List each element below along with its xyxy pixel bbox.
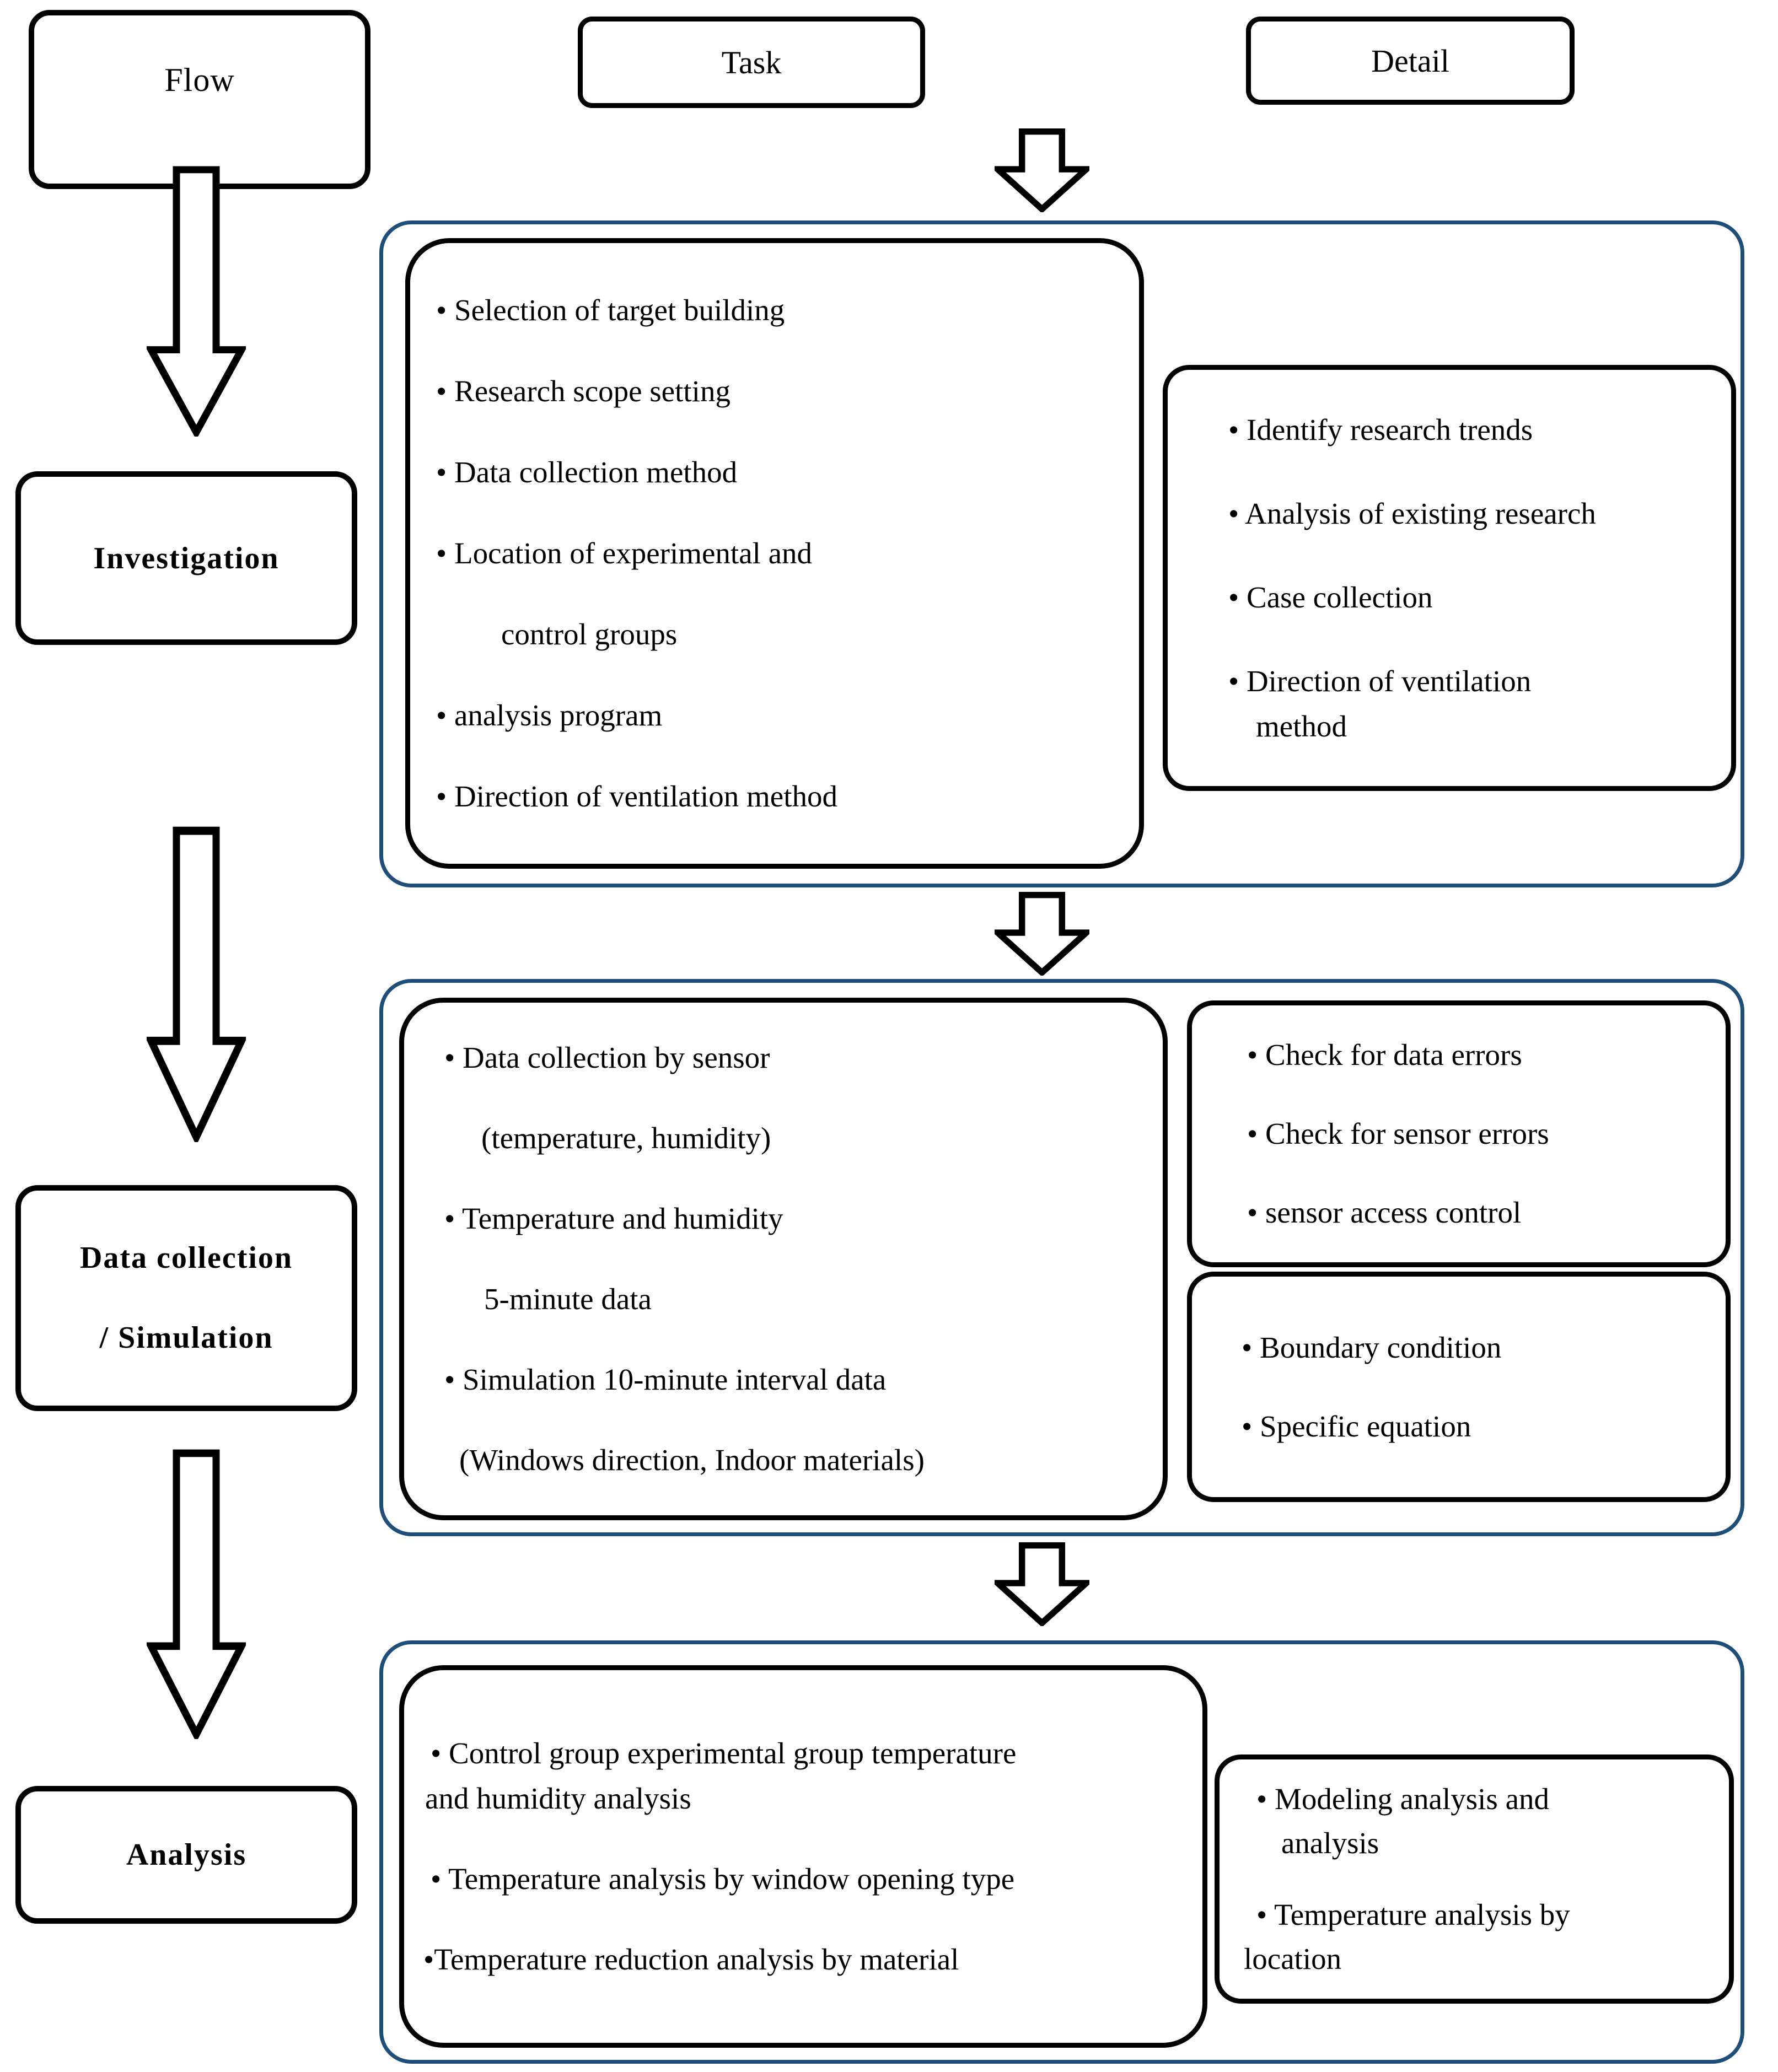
section-analysis-container: • Control group experimental group tempe… (379, 1640, 1744, 2064)
bullet-line: • Location of experimental and (436, 536, 813, 570)
flow-step-data-collection-label-line1: Data collection (79, 1241, 293, 1275)
bullet-line: • Analysis of existing research (1228, 496, 1596, 530)
bullet-wrap-line: 5-minute data (484, 1282, 652, 1316)
bullet-wrap-line: control groups (501, 617, 678, 651)
flow-step-analysis: Analysis (15, 1786, 357, 1924)
bullet-line: • Case collection (1228, 580, 1433, 614)
bullet-line: • Temperature analysis by window opening… (431, 1862, 1015, 1896)
section-arrow-3-icon (995, 1542, 1089, 1626)
bullet-wrap-line: (temperature, humidity) (481, 1121, 771, 1155)
bullet-line: • analysis program (436, 698, 663, 732)
bullet-line: • Temperature analysis by (1256, 1898, 1570, 1931)
section-arrow-2-icon (995, 892, 1089, 976)
bullet-line: • sensor access control (1247, 1196, 1522, 1229)
bullet-line: • Simulation 10-minute interval data (444, 1363, 887, 1396)
bullet-wrap-line: (Windows direction, Indoor materials) (459, 1443, 925, 1477)
section-analysis-task-box: • Control group experimental group tempe… (399, 1665, 1207, 2048)
flow-header-box: Flow (29, 10, 370, 189)
bullet-wrap-line: analysis (1281, 1826, 1379, 1860)
bullet-line: • Check for sensor errors (1247, 1117, 1549, 1150)
flow-arrow-2-icon (147, 826, 246, 1142)
flow-step-data-collection-simulation: Data collection / Simulation (15, 1185, 357, 1411)
section-data-collection-detail-top-box: • Check for data errors • Check for sens… (1187, 1000, 1731, 1267)
task-header-label: Task (721, 44, 782, 80)
flow-step-investigation-label: Investigation (93, 541, 280, 575)
bullet-wrap-line: method (1256, 709, 1347, 743)
bullet-line: • Direction of ventilation method (436, 779, 837, 813)
bullet-line: • Identify research trends (1228, 412, 1533, 446)
detail-header-box: Detail (1246, 17, 1575, 105)
flow-step-investigation: Investigation (15, 471, 357, 645)
bullet-line: • Selection of target building (436, 293, 785, 327)
section-investigation-container: • Selection of target building • Researc… (379, 220, 1744, 887)
section-arrow-1-icon (995, 128, 1089, 212)
flow-header-label: Flow (164, 62, 235, 98)
flow-arrow-3-icon (147, 1449, 246, 1739)
bullet-line: • Control group experimental group tempe… (431, 1736, 1017, 1770)
flow-step-data-collection-label-line2: / Simulation (99, 1321, 273, 1355)
bullet-wrap-line: location (1244, 1942, 1342, 1976)
bullet-line: • Specific equation (1242, 1409, 1471, 1443)
section-data-collection-task-box: • Data collection by sensor (temperature… (399, 998, 1168, 1520)
bullet-line: • Modeling analysis and (1256, 1782, 1549, 1816)
bullet-line: • Research scope setting (436, 374, 730, 408)
bullet-line: • Data collection method (436, 455, 738, 489)
bullet-line: • Boundary condition (1242, 1330, 1502, 1364)
bullet-line: •Temperature reduction analysis by mater… (423, 1942, 959, 1976)
section-analysis-detail-box: • Modeling analysis and analysis • Tempe… (1215, 1755, 1734, 2004)
section-data-collection-detail-bottom-box: • Boundary condition • Specific equation (1187, 1272, 1731, 1502)
bullet-line: • Direction of ventilation (1228, 664, 1532, 698)
detail-header-label: Detail (1371, 42, 1449, 79)
bullet-line: • Check for data errors (1247, 1038, 1522, 1072)
section-data-collection-container: • Data collection by sensor (temperature… (379, 979, 1744, 1536)
flow-step-analysis-label: Analysis (126, 1838, 247, 1872)
section-investigation-task-box: • Selection of target building • Researc… (405, 238, 1144, 869)
task-header-box: Task (578, 17, 925, 108)
section-investigation-detail-box: • Identify research trends • Analysis of… (1163, 365, 1736, 791)
flow-arrow-1-icon (147, 165, 246, 437)
bullet-wrap-line: and humidity analysis (425, 1782, 691, 1815)
bullet-line: • Data collection by sensor (444, 1041, 770, 1074)
bullet-line: • Temperature and humidity (444, 1202, 783, 1235)
